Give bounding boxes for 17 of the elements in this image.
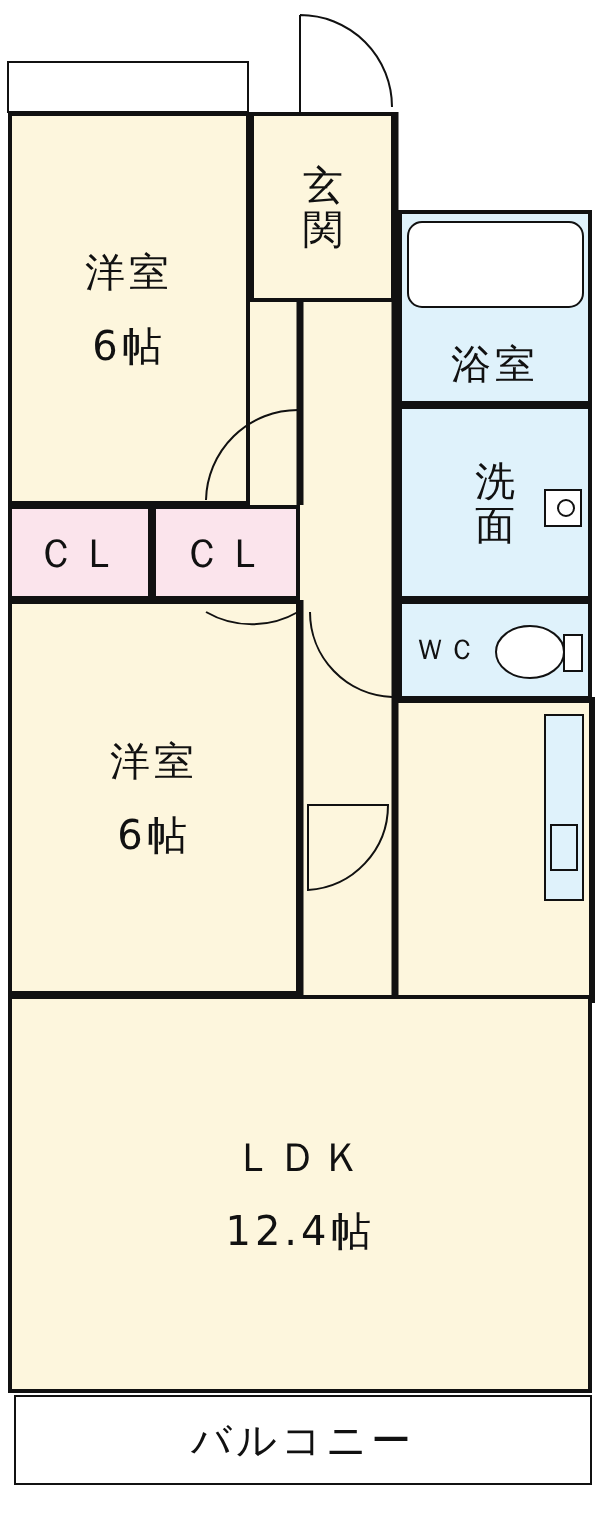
room-label: ＬＤＫ [234,1134,366,1180]
room-label: 玄関 [302,163,343,251]
room-label: ＣＬ [36,529,124,576]
room-label: 洗面 [475,458,515,547]
room-label: 浴室 [451,341,539,387]
room [250,112,395,302]
room [8,112,250,505]
room [8,995,592,1393]
room [14,1395,592,1485]
room-label: 洋室 [110,737,198,784]
room-label: 12.4帖 [225,1208,375,1254]
room-label: 6帖 [117,811,191,858]
room-label: ＷＣ [416,633,480,667]
room-label: 洋室 [85,248,173,295]
room-label: 6帖 [92,322,166,369]
room-label: ＣＬ [182,529,270,576]
room-label: バルコニー [191,1417,415,1463]
